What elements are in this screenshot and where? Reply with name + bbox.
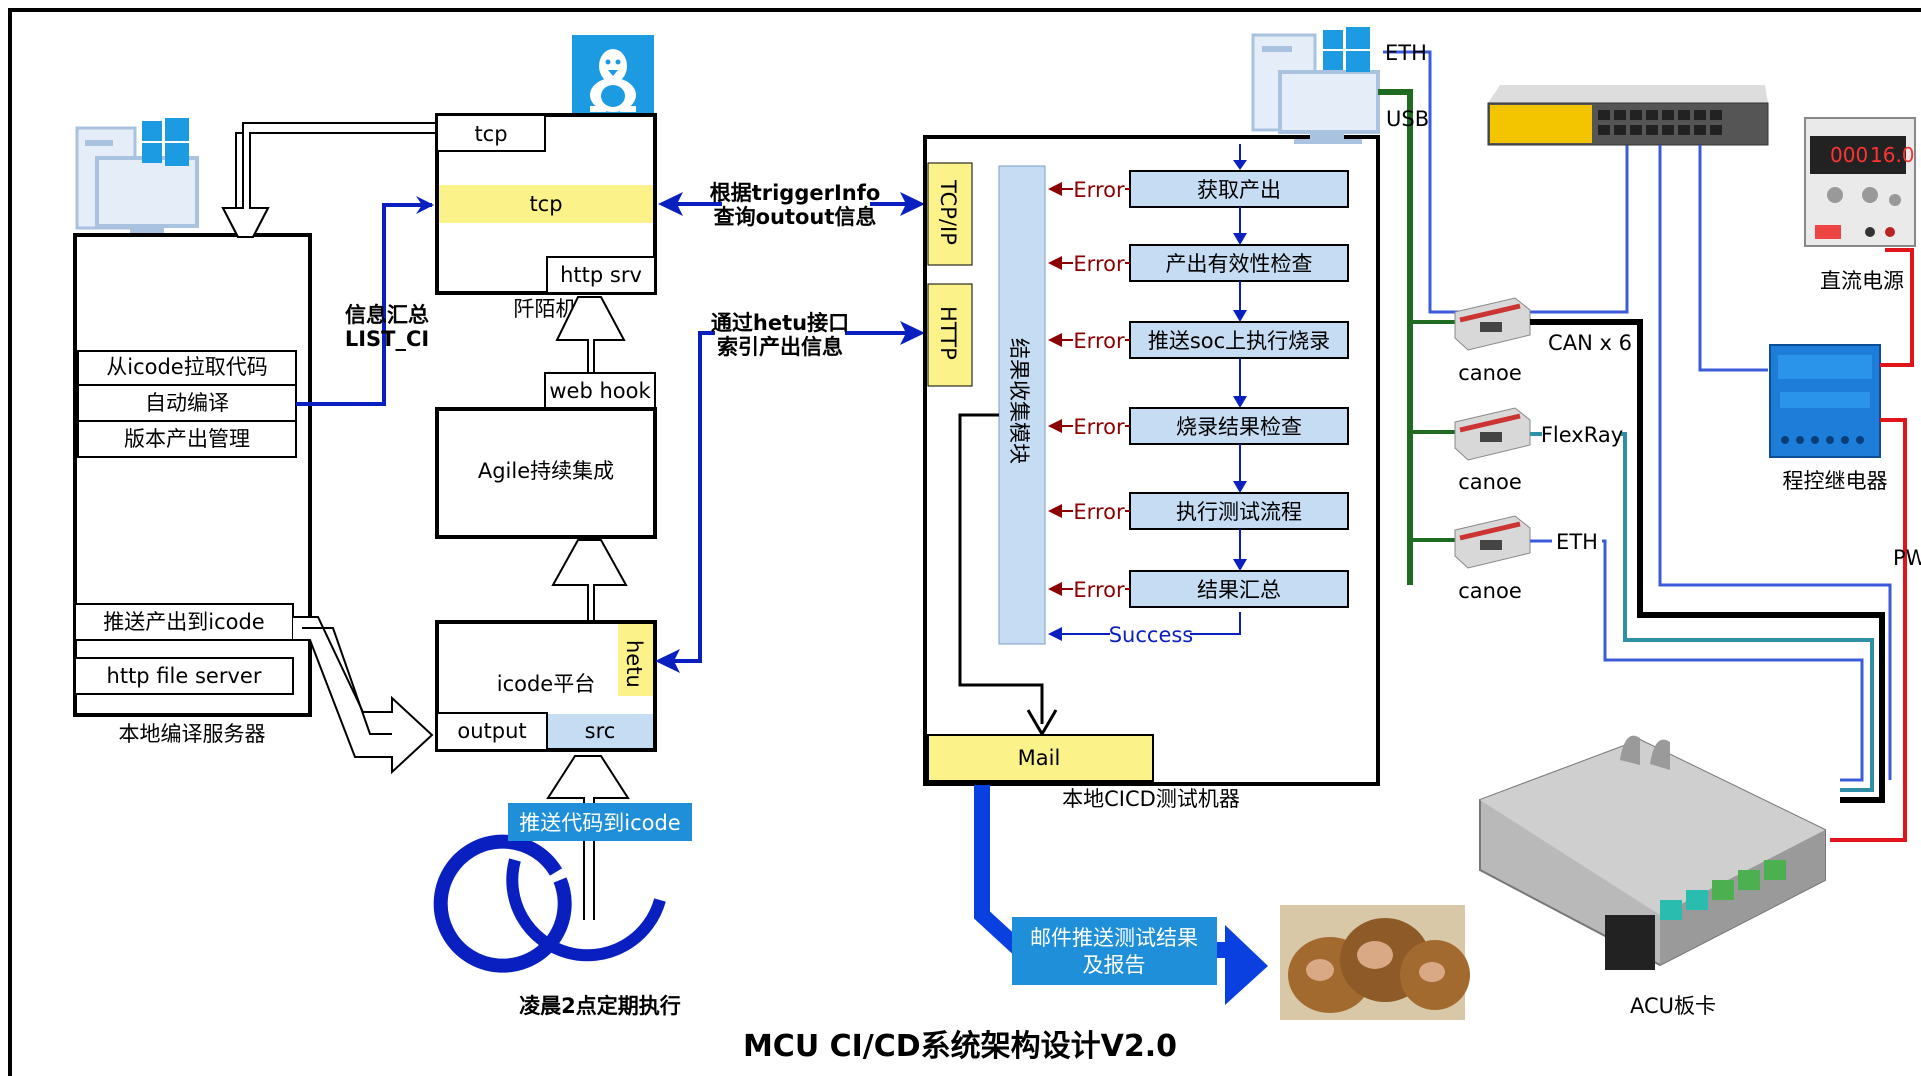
http-file-server-label: http file server — [107, 664, 262, 688]
can-x6-label: CAN x 6 — [1548, 331, 1632, 355]
error-label: Error — [1073, 415, 1125, 439]
build-item-compile-label: 自动编译 — [145, 391, 229, 415]
icode-to-agile-arrow — [553, 540, 626, 622]
local-build-server-caption: 本地编译服务器 — [119, 722, 266, 746]
flexray-label: FlexRay — [1541, 423, 1623, 447]
linux-penguin-icon — [572, 35, 654, 115]
canoe-2-label: canoe — [1458, 470, 1522, 494]
build-item-version-mgmt-label: 版本产出管理 — [124, 427, 250, 451]
canoe-device-2-icon — [1455, 408, 1530, 460]
push-to-icode-label: 推送产出到icode — [103, 610, 264, 634]
error-label: Error — [1073, 500, 1125, 524]
push-output-arrow — [293, 617, 432, 772]
agile-ci-label: Agile持续集成 — [478, 459, 614, 483]
mail-push-line2: 及报告 — [1083, 953, 1146, 977]
acu-label: ACU板卡 — [1630, 994, 1716, 1018]
canoe-1-label: canoe — [1458, 361, 1522, 385]
hetu-query-arrow — [660, 333, 918, 661]
error-label: Error — [1073, 252, 1125, 276]
pw-label: PW — [1893, 546, 1921, 570]
icode-platform-label: icode平台 — [497, 672, 595, 696]
info-summary-line1: 信息汇总 — [345, 303, 429, 327]
jumpbox-tcp-top-label: tcp — [474, 122, 507, 146]
push-code-label: 推送代码到icode — [519, 811, 680, 835]
icode-src-label: src — [585, 719, 616, 743]
acu-board-icon — [1480, 736, 1825, 970]
canoe-device-1-icon — [1455, 298, 1530, 350]
hetu-query-line1: 通过hetu接口 — [711, 311, 849, 335]
test-step-label: 执行测试流程 — [1176, 500, 1302, 524]
test-step-label: 产出有效性检查 — [1166, 252, 1313, 276]
result-collector-label: 结果收集模块 — [1007, 338, 1031, 464]
tcpip-port-label: TCP/IP — [936, 179, 960, 245]
monkeys-photo — [1280, 905, 1470, 1020]
trigger-query-line2: 查询outout信息 — [714, 205, 877, 229]
relay-icon — [1770, 345, 1880, 457]
dc-power-label: 直流电源 — [1820, 269, 1904, 293]
test-machine-caption: 本地CICD测试机器 — [1062, 787, 1240, 811]
eth-cable — [1530, 541, 1862, 780]
eth-label: ETH — [1556, 530, 1598, 554]
canoe-3-label: canoe — [1458, 579, 1522, 603]
usb-trunk-cable — [1378, 92, 1410, 585]
build-item-pull-code-label: 从icode拉取代码 — [106, 355, 267, 379]
psu-display-right: 16.0 — [1870, 143, 1915, 167]
hetu-query-line2: 索引产出信息 — [717, 335, 843, 359]
mail-push-line1: 邮件推送测试结果 — [1030, 926, 1198, 950]
error-label: Error — [1073, 578, 1125, 602]
test-pc-windows-icon — [1253, 27, 1378, 144]
error-label: Error — [1073, 329, 1125, 353]
eth-top-label: ETH — [1385, 41, 1427, 65]
pc-windows-icon — [77, 118, 197, 240]
schedule-label: 凌晨2点定期执行 — [519, 994, 681, 1018]
network-switch-icon — [1488, 85, 1768, 145]
mail-label: Mail — [1018, 746, 1061, 770]
test-step-label: 烧录结果检查 — [1176, 415, 1302, 439]
test-step-label: 获取产出 — [1197, 178, 1281, 202]
icode-hetu-label: hetu — [622, 640, 646, 688]
test-step-label: 推送soc上执行烧录 — [1148, 329, 1330, 353]
cicd-test-machine-box — [925, 137, 1378, 784]
success-label: Success — [1109, 623, 1194, 647]
error-label: Error — [1073, 178, 1125, 202]
relay-label: 程控继电器 — [1783, 469, 1888, 493]
dc-power-supply-icon: 000 16.0 — [1805, 118, 1915, 246]
icode-output-label: output — [457, 719, 526, 743]
web-hook-label: web hook — [549, 379, 651, 403]
jumpbox-tcp-mid-label: tcp — [529, 192, 562, 216]
canoe-device-3-icon — [1455, 516, 1530, 568]
info-summary-line2: LIST_CI — [345, 327, 429, 351]
usb-label: USB — [1386, 107, 1429, 131]
diagram-title: MCU CI/CD系统架构设计V2.0 — [743, 1029, 1177, 1064]
psu-display-left: 000 — [1830, 143, 1868, 167]
trigger-query-line1: 根据triggerInfo — [710, 181, 881, 205]
test-step-label: 结果汇总 — [1197, 578, 1281, 602]
http-port-label: HTTP — [936, 306, 960, 360]
jumpbox-http-srv-label: http srv — [560, 263, 642, 287]
local-build-server-box — [75, 235, 310, 715]
